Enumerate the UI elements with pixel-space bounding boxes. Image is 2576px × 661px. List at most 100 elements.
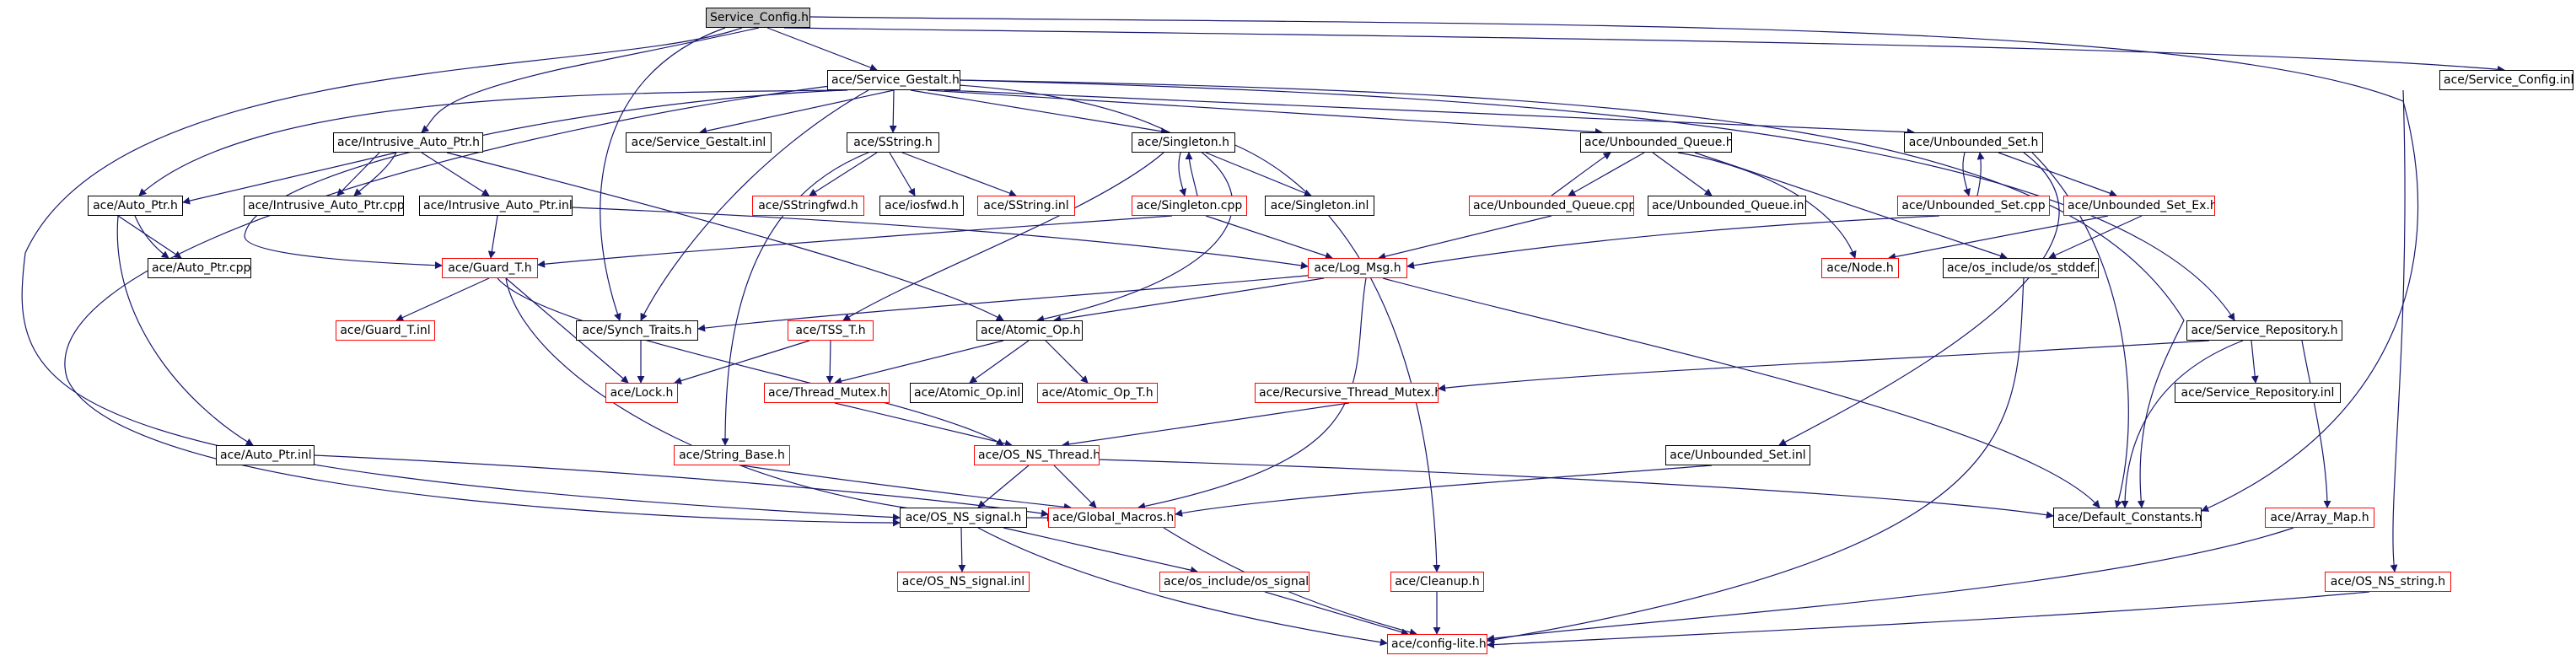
dependency-edge-80 (958, 527, 966, 572)
dependency-edge-25 (117, 215, 182, 259)
dependency-edge-30 (901, 152, 1017, 197)
node-unbounded-set-h[interactable]: ace/Unbounded_Set.h (1904, 132, 2043, 153)
dependency-edge-3 (783, 27, 2505, 73)
node-cleanup-h[interactable]: ace/Cleanup.h (1390, 572, 1484, 592)
dependency-edge-2 (766, 27, 878, 72)
node-tss-t-h[interactable]: ace/TSS_T.h (788, 320, 874, 341)
node-service-gestalt-inl[interactable]: ace/Service_Gestalt.inl (626, 132, 772, 153)
node-os-ns-signal-h[interactable]: ace/OS_NS_signal.h (900, 508, 1027, 528)
node-node-h[interactable]: ace/Node.h (1821, 258, 1899, 278)
dependency-edge-71 (2301, 340, 2331, 508)
node-os-ns-thread-h[interactable]: ace/OS_NS_Thread.h (974, 445, 1100, 465)
node-atomic-op-inl[interactable]: ace/Atomic_Op.inl (910, 383, 1023, 403)
dependency-edge-23 (487, 215, 498, 259)
dependency-edge-59 (1137, 277, 1367, 510)
node-singleton-cpp[interactable]: ace/Singleton.cpp (1132, 196, 1247, 216)
node-auto-ptr-cpp[interactable]: ace/Auto_Ptr.cpp (148, 258, 251, 278)
node-iosfwd-h[interactable]: ace/iosfwd.h (879, 196, 964, 216)
node-sstringfwd-h[interactable]: ace/SStringfwd.h (752, 196, 864, 216)
dependency-edge-45 (1962, 152, 1971, 196)
dependency-edge-21 (421, 152, 490, 196)
dependency-edge-13 (640, 89, 869, 321)
dependency-edge-35 (1230, 142, 1441, 572)
dependency-edge-63 (674, 340, 810, 384)
dependency-edge-70 (2121, 340, 2244, 508)
node-auto-ptr-h[interactable]: ace/Auto_Ptr.h (88, 196, 183, 216)
dependency-edge-58 (1053, 277, 1325, 324)
dependency-edge-14 (944, 83, 1234, 323)
dependency-edge-24 (572, 207, 1309, 270)
node-os-stddef-h[interactable]: ace/os_include/os_stddef.h (1943, 258, 2099, 278)
dependency-edge-46 (1998, 152, 2117, 197)
dependency-edge-1 (21, 27, 901, 522)
node-service-gestalt-h[interactable]: ace/Service_Gestalt.h (827, 70, 960, 90)
dependency-edge-20 (353, 152, 397, 196)
dependency-edge-69 (2251, 340, 2259, 384)
dependency-edge-0 (421, 27, 760, 133)
node-recursive-thread-mutex-h[interactable]: ace/Recursive_Thread_Mutex.h (1255, 383, 1439, 403)
node-global-macros-h[interactable]: ace/Global_Macros.h (1048, 508, 1175, 528)
dependency-edge-29 (889, 152, 916, 196)
node-unbounded-set-ex-h[interactable]: ace/Unbounded_Set_Ex.h (2063, 196, 2215, 216)
node-sstring-h[interactable]: ace/SString.h (847, 132, 939, 153)
node-intrusive-auto-ptr-h[interactable]: ace/Intrusive_Auto_Ptr.h (333, 132, 483, 153)
dependency-edge-55 (497, 277, 1004, 446)
dependency-edge-54 (505, 277, 629, 384)
dependency-edge-60 (1382, 277, 2100, 508)
node-unbounded-set-inl[interactable]: ace/Unbounded_Set.inl (1665, 445, 1810, 465)
dependency-edge-36 (1185, 152, 1198, 196)
dependency-edge-28 (809, 152, 878, 196)
dependency-edge-9 (910, 89, 1169, 136)
dependency-edge-83 (1163, 527, 1417, 637)
node-service-repository-inl[interactable]: ace/Service_Repository.inl (2175, 383, 2341, 403)
node-guard-t-inl[interactable]: ace/Guard_T.inl (336, 320, 435, 341)
dependency-edge-79 (1175, 465, 1713, 517)
dependency-edge-81 (1003, 527, 1198, 574)
node-service-config-inl[interactable]: ace/Service_Config.inl (2439, 70, 2573, 90)
dependency-edge-61 (1487, 277, 2025, 644)
dependency-edge-38 (1205, 215, 1333, 260)
node-atomic-op-t-h[interactable]: ace/Atomic_Op_T.h (1037, 383, 1158, 403)
dependency-edge-65 (834, 340, 1004, 385)
dependency-edge-8 (889, 89, 897, 133)
dependency-edge-49 (1976, 152, 1985, 196)
node-lock-h[interactable]: ace/Lock.h (605, 383, 678, 403)
dependency-edge-82 (977, 527, 1388, 647)
node-os-signal-h[interactable]: ace/os_include/os_signal.h (1159, 572, 1310, 592)
node-intrusive-auto-ptr-cpp[interactable]: ace/Intrusive_Auto_Ptr.cpp (244, 196, 404, 216)
node-thread-mutex-h[interactable]: ace/Thread_Mutex.h (764, 383, 890, 403)
node-unbounded-queue-inl[interactable]: ace/Unbounded_Queue.inl (1648, 196, 1806, 216)
node-atomic-op-h[interactable]: ace/Atomic_Op.h (976, 320, 1083, 341)
node-array-map-h[interactable]: ace/Array_Map.h (2265, 508, 2374, 528)
dependency-edge-72 (834, 402, 1013, 448)
dependency-edge-33 (1205, 152, 1312, 197)
node-synch-traits-h[interactable]: ace/Synch_Traits.h (576, 320, 698, 341)
node-intrusive-auto-ptr-inl[interactable]: ace/Intrusive_Auto_Ptr.inl (419, 196, 573, 216)
node-os-ns-signal-inl[interactable]: ace/OS_NS_signal.inl (897, 572, 1030, 592)
node-singleton-inl[interactable]: ace/Singleton.inl (1265, 196, 1374, 216)
dependency-edge-88 (1487, 591, 2370, 649)
node-default-constants-h[interactable]: ace/Default_Constants.h (2053, 508, 2202, 528)
node-unbounded-queue-cpp[interactable]: ace/Unbounded_Queue.cpp (1469, 196, 1634, 216)
node-sstring-inl[interactable]: ace/SString.inl (977, 196, 1075, 216)
node-service-repository-h[interactable]: ace/Service_Repository.h (2186, 320, 2342, 341)
node-string-base-h[interactable]: ace/String_Base.h (674, 445, 790, 465)
node-os-ns-string-h[interactable]: ace/OS_NS_string.h (2325, 572, 2451, 592)
dependency-edge-57 (697, 274, 1316, 332)
node-auto-ptr-inl[interactable]: ace/Auto_Ptr.inl (216, 445, 315, 465)
node-unbounded-queue-h[interactable]: ace/Unbounded_Queue.h (1580, 132, 1732, 153)
node-guard-t-h[interactable]: ace/Guard_T.h (442, 258, 538, 278)
node-config-lite-h[interactable]: ace/config-lite.h (1387, 634, 1487, 654)
dependency-edge-67 (1045, 340, 1089, 384)
dependency-edge-11 (944, 89, 1915, 137)
dependency-edge-86 (1487, 527, 2294, 642)
node-log-msg-h[interactable]: ace/Log_Msg.h (1308, 258, 1407, 278)
dependency-edge-6 (138, 89, 848, 196)
dependency-edge-47 (1778, 152, 2060, 446)
dependency-edge-10 (927, 89, 1603, 136)
dependency-edge-53 (395, 277, 490, 321)
node-singleton-h[interactable]: ace/Singleton.h (1132, 132, 1235, 153)
node-unbounded-set-cpp[interactable]: ace/Unbounded_Set.cpp (1897, 196, 2050, 216)
node-service-config-h[interactable]: Service_Config.h (706, 8, 810, 28)
dependency-edge-31 (721, 152, 869, 446)
